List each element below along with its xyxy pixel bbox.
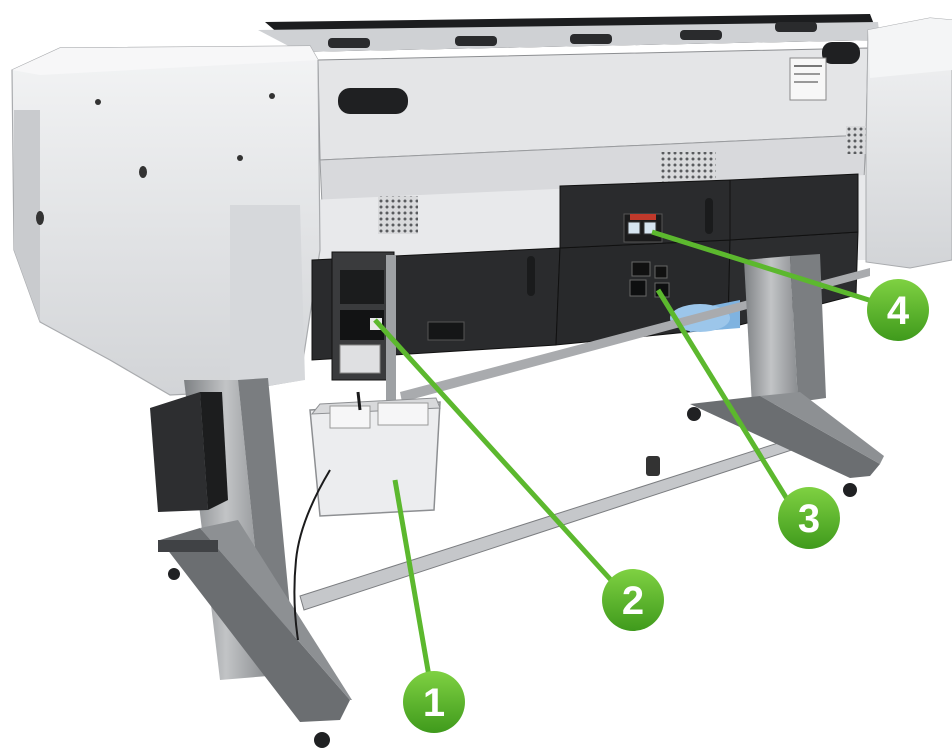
- label-sticker: [790, 58, 826, 100]
- right-end-cap: [866, 18, 952, 268]
- callout-2: 2: [602, 569, 664, 631]
- top-cover: [258, 14, 880, 52]
- callout-1: 1: [403, 671, 465, 733]
- callout-3: 3: [778, 487, 840, 549]
- rewinder-module: [150, 392, 228, 512]
- callout-3-label: 3: [798, 497, 820, 541]
- callout-4: 4: [867, 279, 929, 341]
- vent-grille-left: [378, 196, 418, 234]
- handle-left: [338, 88, 408, 114]
- panel-plate: [428, 322, 464, 340]
- callout-4-label: 4: [887, 289, 910, 333]
- callout-1-label: 1: [423, 681, 445, 725]
- network-ports: [624, 214, 662, 242]
- callout-2-label: 2: [622, 579, 644, 623]
- vent-grille-right: [846, 126, 866, 154]
- left-end-cap: [12, 46, 320, 395]
- handle-right: [822, 42, 860, 64]
